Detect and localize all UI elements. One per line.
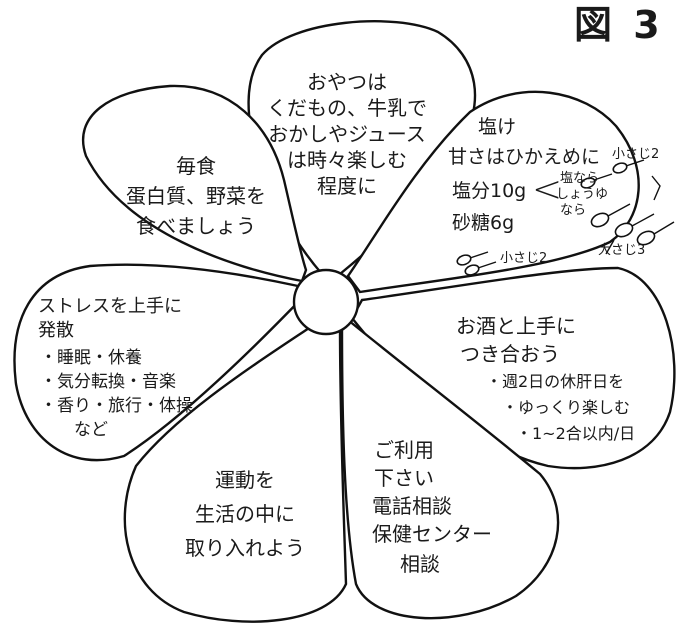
consult-line-1: ご利用 (374, 438, 434, 462)
spoon-icons-small-top (580, 159, 645, 189)
consult-line-3: 電話相談 (372, 494, 452, 518)
consult-line-5: 相談 (400, 552, 440, 576)
salt-note-2: しょうゆ (556, 187, 609, 202)
meals-line-2: 蛋白質、野菜を (126, 184, 266, 208)
stress-bullet-4: など (74, 420, 108, 440)
spoon-label-large: 大さじ3 (598, 243, 646, 258)
alcohol-bullet-2: ・ゆっくり楽しむ (502, 398, 631, 417)
alcohol-bullet-3: ・1~2合以内/日 (516, 424, 636, 443)
consult-line-2: 下さい (374, 466, 434, 490)
salt-line-2: 甘さはひかえめに (448, 146, 601, 168)
alcohol-line-1: お酒と上手に (456, 314, 576, 338)
exercise-line-2: 生活の中に (195, 502, 295, 526)
salt-line-1: 塩け (478, 116, 517, 138)
figure-label: 図 3 (574, 3, 664, 47)
large-spoon-leader (605, 239, 615, 255)
exercise-line-1: 運動を (215, 468, 275, 492)
sugar-amount: 砂糖6g (452, 212, 515, 234)
center-circle (292, 268, 360, 336)
petal-salt (346, 90, 640, 294)
salt-brace: < (532, 169, 563, 210)
spoon-label-small-top: 小さじ2 (612, 147, 660, 162)
meals-line-3: 食べましょう (136, 214, 256, 238)
petal-meals (81, 84, 308, 283)
alcohol-bullet-1: ・週2日の休肝日を (486, 372, 625, 391)
salt-amount: 塩分10g (452, 180, 527, 202)
spoon-icons-small-bottom (456, 251, 497, 276)
stress-bullet-2: ・気分転換・音楽 (40, 372, 176, 392)
stress-bullet-1: ・睡眠・休養 (40, 348, 142, 368)
spoon-icons-large (590, 203, 675, 246)
snacks-line-2: くだもの、牛乳で (267, 96, 427, 120)
alcohol-line-2: つき合おう (460, 342, 560, 366)
snacks-line-3: おかしやジュース (268, 122, 426, 146)
petal-stress (13, 263, 306, 462)
stress-line-2: 発散 (38, 320, 74, 341)
petal-consult (340, 318, 560, 620)
stress-line-1: ストレスを上手に (38, 296, 182, 317)
salt-note-1: 塩なら (560, 171, 600, 186)
stress-bullet-3: ・香り・旅行・体操 (40, 396, 193, 416)
snacks-line-5: 程度に (317, 174, 377, 198)
meals-line-1: 毎食 (176, 154, 216, 178)
spoon-label-small-bottom: 小さじ2 (500, 251, 548, 266)
consult-line-4: 保健センター (372, 522, 492, 546)
petal-exercise (123, 316, 348, 623)
salt-note-3: なら (560, 203, 587, 218)
spoon-bracket (651, 175, 661, 201)
snacks-line-4: は時々楽しむ (287, 148, 407, 172)
snacks-line-1: おやつは (307, 70, 387, 94)
exercise-line-3: 取り入れよう (185, 536, 305, 560)
